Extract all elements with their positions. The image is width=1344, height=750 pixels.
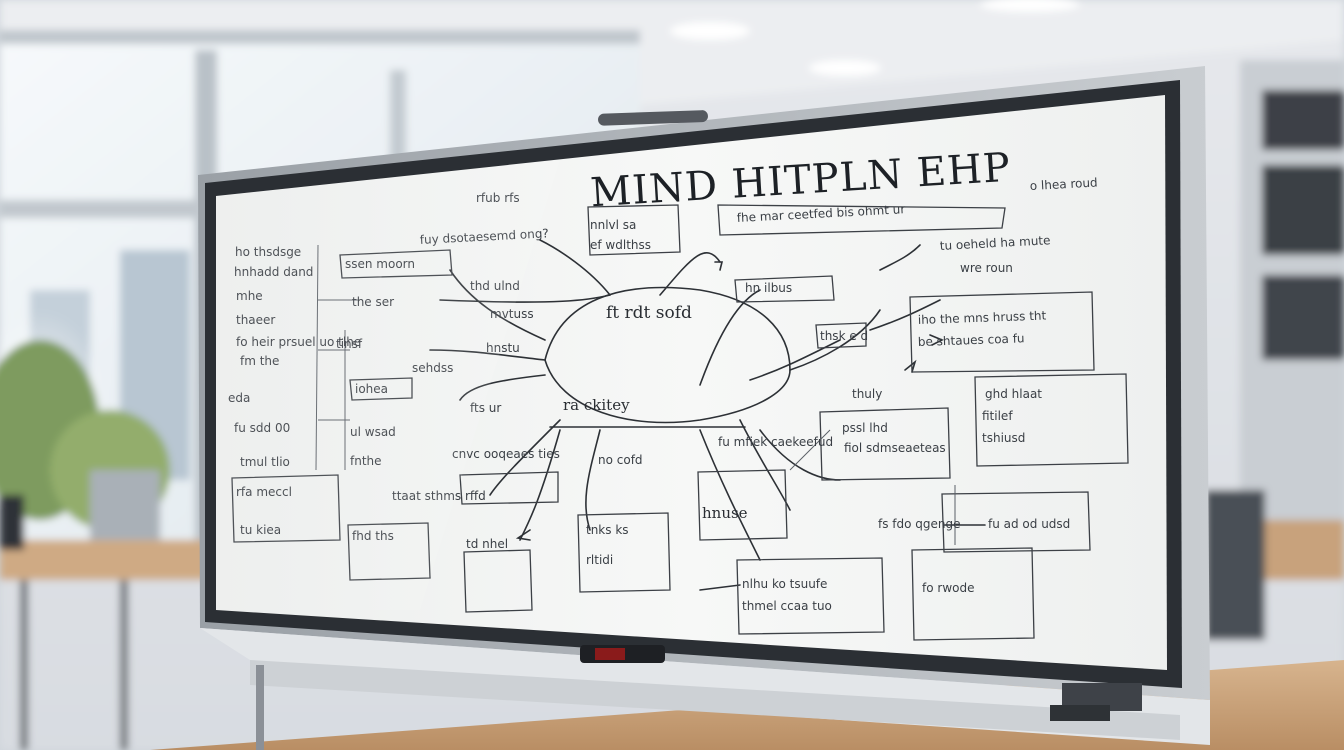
label: ft rdt sofd [606, 303, 692, 323]
label: fo rwode [922, 581, 974, 595]
label: ssen moorn [345, 257, 415, 271]
label: tu oeheld ha mute [939, 233, 1050, 253]
label: sehdss [412, 361, 453, 375]
label: thmel ccaa tuo [742, 599, 832, 613]
label: nlhu ko tsuufe [742, 577, 827, 591]
label: fts ur [470, 401, 501, 415]
label: tnks ks [586, 523, 629, 537]
label: fo heir prsuel uo tlhe [236, 335, 361, 349]
whiteboard [198, 66, 1210, 750]
mind-map: MIND HITPLN EHP [228, 145, 1129, 641]
label: ho thsdsge [235, 245, 301, 259]
label: hnstu [486, 341, 520, 355]
label: fu mfiek caekeefud [718, 435, 833, 449]
label: thd ulnd [470, 279, 520, 293]
label: thsk e d [820, 329, 868, 343]
label: tshiusd [982, 431, 1025, 445]
label: tmul tlio [240, 455, 290, 469]
label: ghd hlaat [985, 387, 1042, 401]
label: tinsf [336, 337, 363, 351]
label: td nhel [466, 537, 508, 551]
label: mvtuss [490, 307, 534, 321]
board-glare [216, 160, 560, 610]
label: mhe [236, 289, 263, 303]
label: wre roun [960, 261, 1013, 275]
label: iohea [355, 382, 388, 396]
label: hn ilbus [745, 281, 792, 295]
label: ttaat sthms rffd [392, 489, 486, 503]
label: the ser [352, 295, 394, 309]
label: iho the mns hruss tht [918, 309, 1047, 327]
label: thuly [852, 387, 882, 401]
label: rfa meccl [236, 485, 292, 499]
label: fiol sdmseaeteas [844, 441, 946, 455]
label: thaeer [236, 313, 275, 327]
label: fm the [240, 354, 279, 368]
label: tu kiea [240, 523, 281, 537]
label: fuy dsotaesemd ong? [419, 226, 549, 247]
label: ef wdlthss [590, 238, 651, 252]
label: pssl lhd [842, 421, 888, 435]
label: fu ad od udsd [988, 517, 1070, 531]
label: fitilef [982, 409, 1013, 423]
label: ra ckitey [563, 396, 630, 414]
label: o lhea roud [1029, 175, 1098, 193]
label: fs fdo qgenge [878, 517, 961, 531]
label: hnuse [702, 504, 748, 522]
label: cnvc ooqeaes ties [452, 447, 560, 461]
label: fhd ths [352, 529, 394, 543]
label: fu sdd 00 [234, 421, 290, 435]
label: nnlvl sa [590, 218, 636, 232]
label: rfub rfs [476, 191, 520, 205]
label: be shtaues coa fu [918, 331, 1025, 349]
label: rltidi [586, 553, 613, 567]
label: ul wsad [350, 425, 396, 439]
label: eda [228, 391, 250, 405]
label: fnthe [350, 454, 382, 468]
label: hnhadd dand [234, 265, 313, 279]
label: no cofd [598, 453, 643, 467]
